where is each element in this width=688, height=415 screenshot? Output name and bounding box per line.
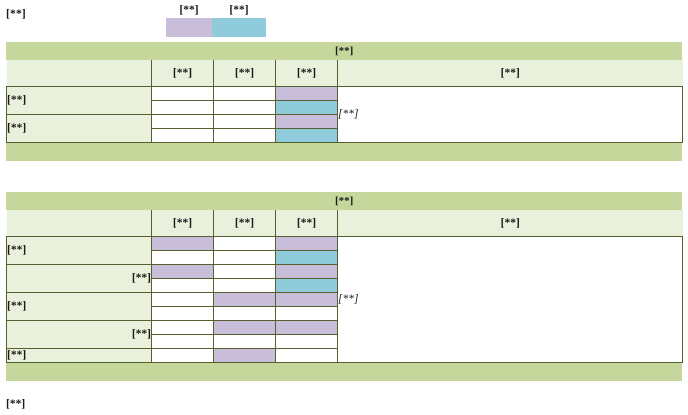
cell-n2-filled	[213, 347, 276, 363]
row-label: [**]	[6, 235, 152, 265]
table-row: [**][**]	[6, 235, 683, 363]
table-row	[7, 249, 683, 265]
column-header-label	[6, 210, 152, 237]
table-band-label: [**]	[335, 195, 354, 207]
cell-n1-empty	[151, 277, 214, 293]
cell-n3-filled	[275, 113, 338, 129]
column-header-n1: [**]	[151, 210, 214, 237]
cell-n3-filled	[275, 277, 338, 293]
table-band-header: [**]	[6, 192, 682, 210]
cell-n2-empty	[213, 277, 276, 293]
cell-n2-empty	[213, 85, 276, 101]
cell-n1-empty	[151, 113, 214, 129]
cell-n3-empty	[275, 333, 338, 349]
row-label: [**]	[6, 263, 152, 293]
cell-n2-empty	[213, 113, 276, 129]
cell-n2-filled	[213, 291, 276, 307]
table-body-1: [**][**][**]	[6, 85, 683, 143]
footnote: [**]	[6, 398, 26, 410]
data-table-1: [**] [**] [**] [**] [**][**][**]	[6, 60, 683, 143]
cell-n3-filled	[275, 291, 338, 307]
notes-cell: [**]	[337, 235, 683, 363]
cell-n3-filled	[275, 99, 338, 115]
cell-n1-filled	[151, 263, 214, 279]
row-label: [**]	[6, 113, 152, 143]
cell-n1-empty	[151, 249, 214, 265]
column-header-notes: [**]	[337, 60, 683, 87]
column-header-n3: [**]	[275, 60, 338, 87]
legend-item: [**]	[212, 4, 266, 37]
cell-n2-empty	[213, 249, 276, 265]
row-label: [**]	[6, 85, 152, 115]
cell-n1-empty	[151, 85, 214, 101]
table-row: [**]	[6, 291, 683, 321]
table-header-row: [**] [**] [**] [**]	[6, 60, 683, 87]
table-band-footer	[6, 362, 682, 381]
table-band-label: [**]	[335, 45, 354, 57]
cell-n2-empty	[213, 235, 276, 251]
cell-n3-filled	[275, 127, 338, 143]
cell-n1-empty	[151, 291, 214, 307]
legend: [**] [**] [**]	[0, 0, 688, 42]
table-row	[7, 305, 683, 321]
cell-n1-empty	[151, 305, 214, 321]
legend-item-label: [**]	[179, 4, 199, 16]
cell-n2-filled	[213, 319, 276, 335]
table-section-1: [**] [**] [**] [**] [**] [**][**][**]	[6, 42, 683, 161]
cell-n2-empty	[213, 333, 276, 349]
cell-n2-empty	[213, 263, 276, 279]
cell-n3-filled	[275, 85, 338, 101]
table-header-row: [**] [**] [**] [**]	[6, 210, 683, 237]
table-row: [**]	[6, 319, 683, 349]
table-row: [**]	[6, 263, 683, 293]
table-row	[7, 277, 683, 293]
column-header-n3: [**]	[275, 210, 338, 237]
column-header-label	[6, 60, 152, 87]
cell-n3-filled	[275, 249, 338, 265]
legend-swatch-b	[212, 18, 266, 37]
table-row	[7, 127, 683, 143]
legend-title: [**]	[6, 8, 26, 20]
legend-swatch-a	[166, 18, 212, 37]
cell-n1-empty	[151, 99, 214, 115]
row-label: [**]	[6, 347, 152, 363]
column-header-n2: [**]	[213, 60, 276, 87]
cell-n2-empty	[213, 99, 276, 115]
cell-n3-filled	[275, 319, 338, 335]
table-band-header: [**]	[6, 42, 682, 60]
column-header-n1: [**]	[151, 60, 214, 87]
notes-cell: [**]	[337, 85, 683, 143]
cell-n1-empty	[151, 333, 214, 349]
cell-n1-empty	[151, 319, 214, 335]
cell-n1-filled	[151, 235, 214, 251]
table-band-footer	[6, 142, 682, 161]
cell-n3-empty	[275, 347, 338, 363]
cell-n1-empty	[151, 127, 214, 143]
table-row: [**]	[6, 347, 683, 363]
legend-item-label: [**]	[229, 4, 249, 16]
row-label: [**]	[6, 319, 152, 349]
cell-n3-filled	[275, 235, 338, 251]
table-body-2: [**][**][**][**][**][**]	[6, 235, 683, 363]
data-table-2: [**] [**] [**] [**] [**][**][**][**][**]…	[6, 210, 683, 363]
cell-n1-empty	[151, 347, 214, 363]
cell-n3-empty	[275, 305, 338, 321]
cell-n2-empty	[213, 127, 276, 143]
table-row: [**]	[6, 113, 683, 143]
table-section-2: [**] [**] [**] [**] [**] [**][**][**][**…	[6, 192, 683, 381]
column-header-n2: [**]	[213, 210, 276, 237]
legend-item: [**]	[166, 4, 212, 37]
cell-n3-filled	[275, 263, 338, 279]
row-label: [**]	[6, 291, 152, 321]
cell-n2-empty	[213, 305, 276, 321]
table-row: [**][**]	[6, 85, 683, 143]
column-header-notes: [**]	[337, 210, 683, 237]
table-row	[7, 99, 683, 115]
